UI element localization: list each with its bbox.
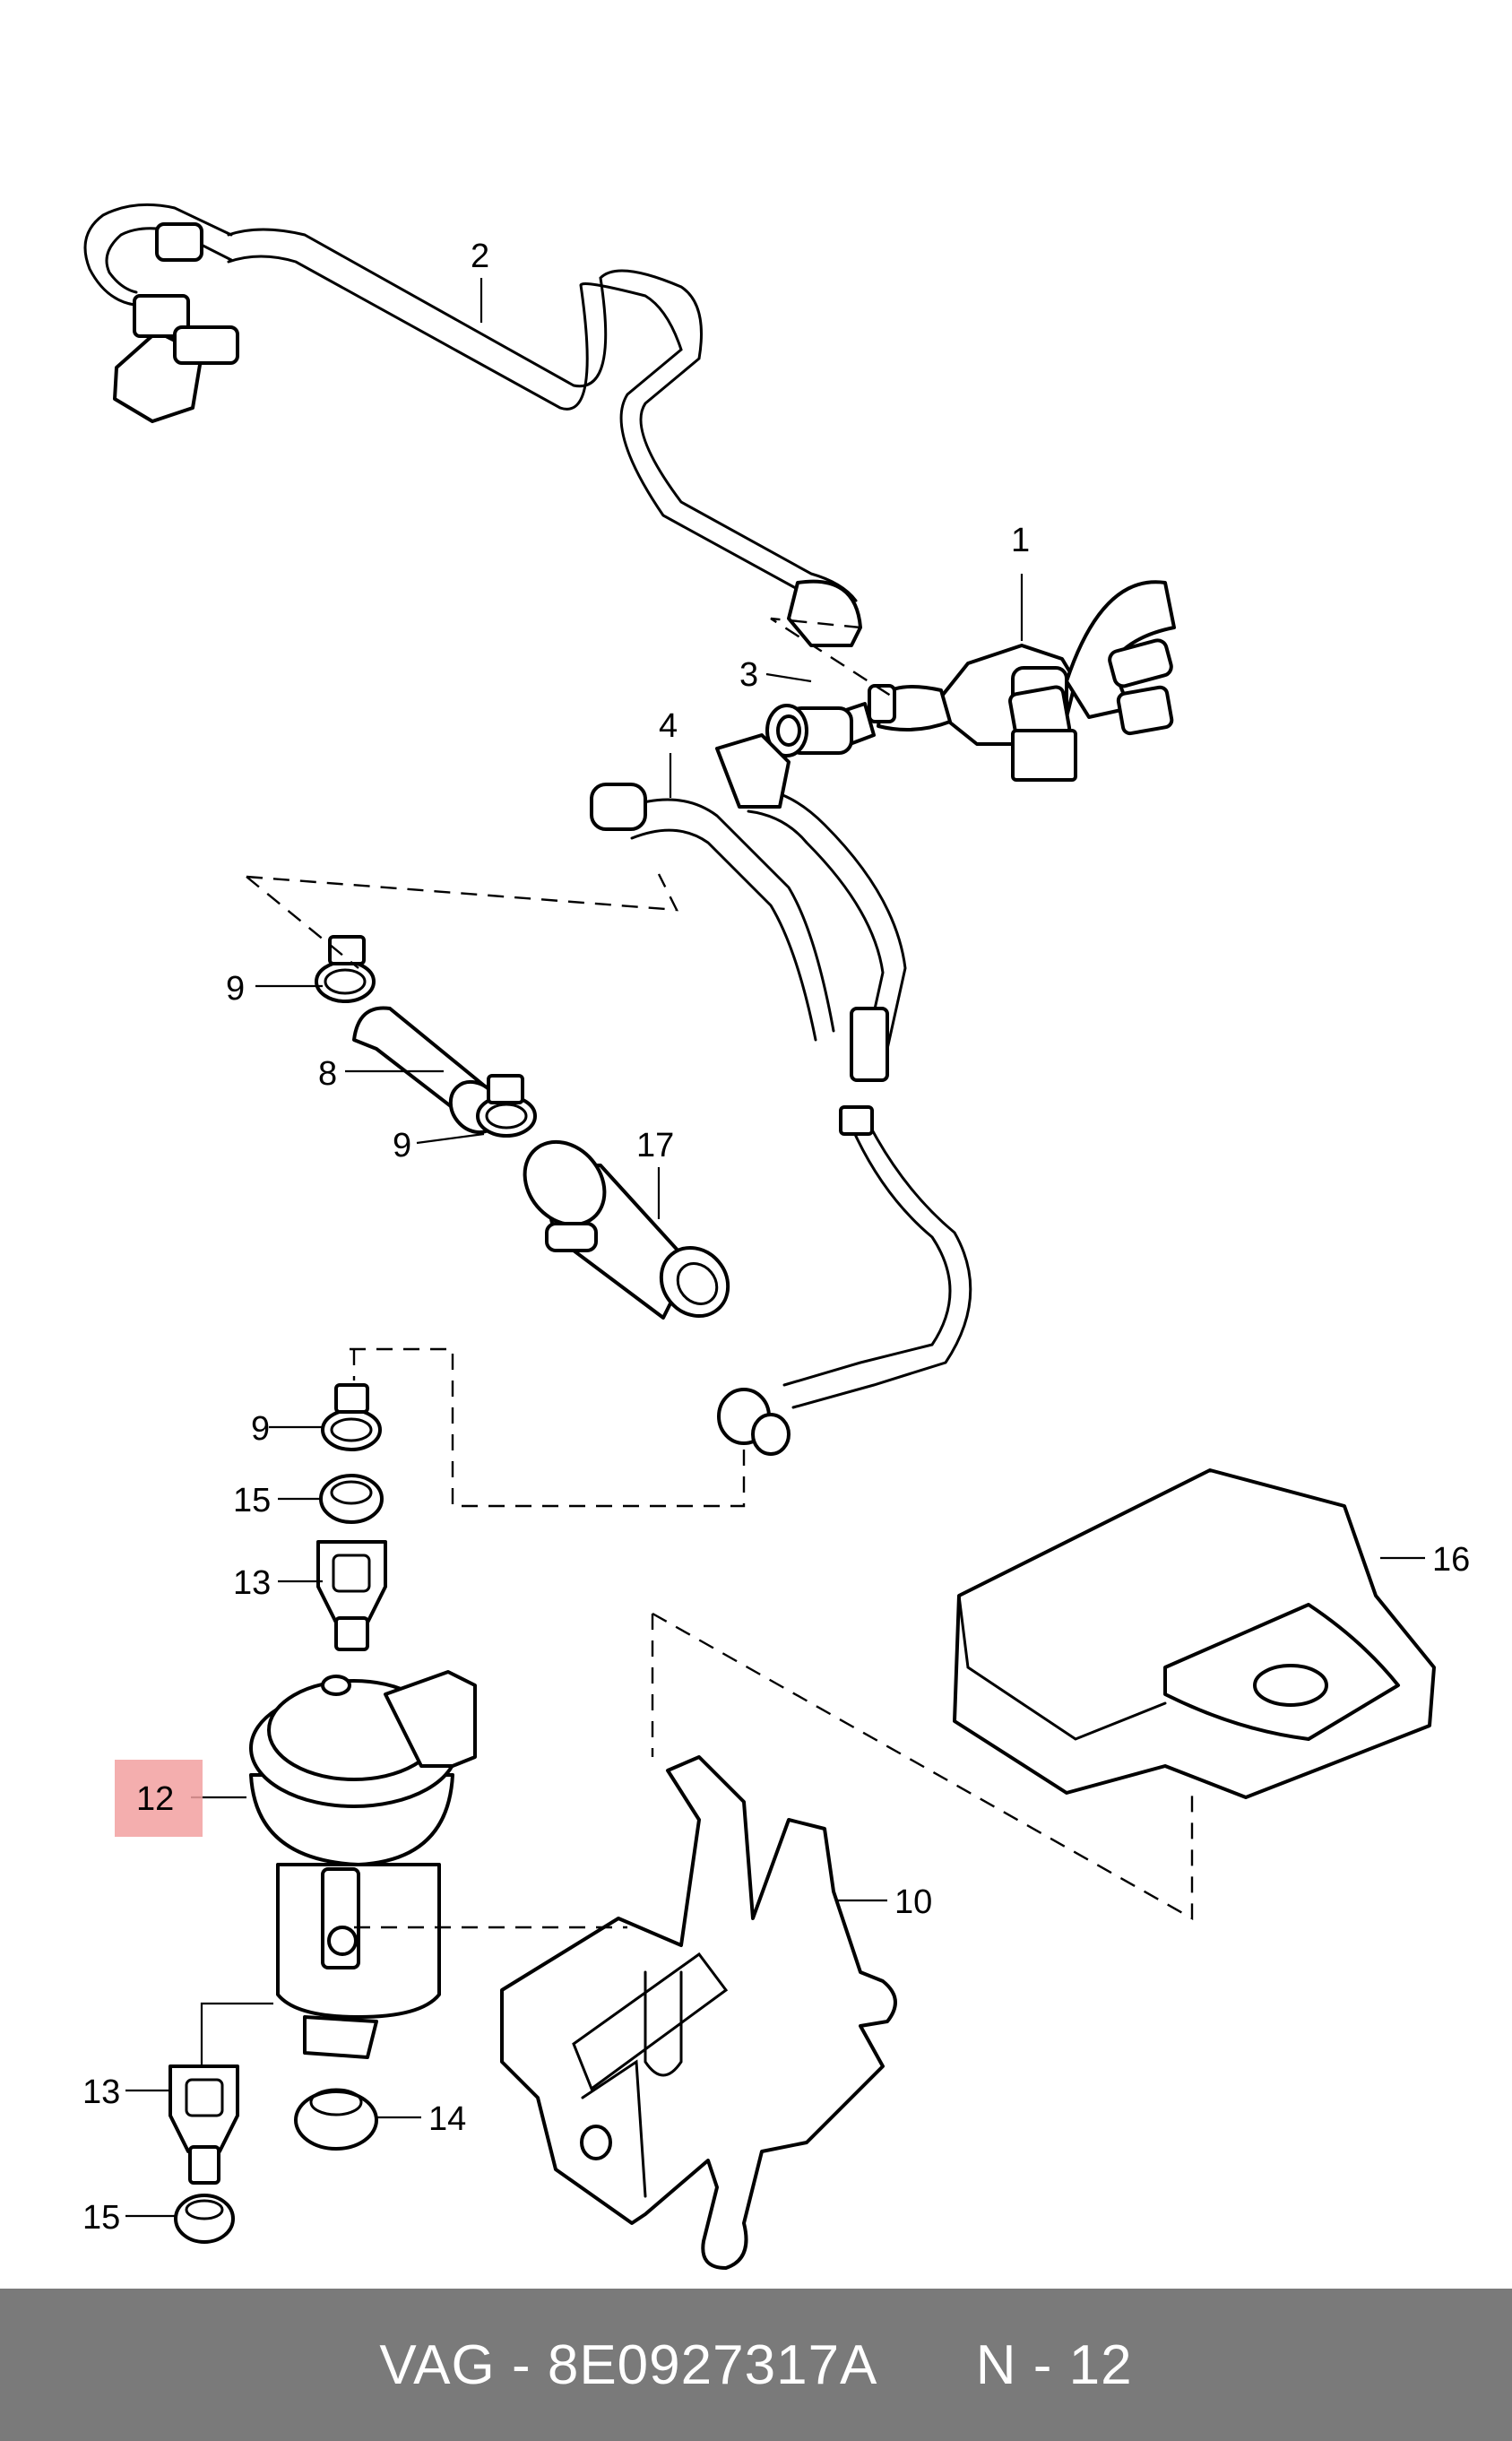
part-13-bracket-upper <box>316 1540 387 1651</box>
part-2-vacuum-line <box>83 203 862 647</box>
part-16-cover <box>953 1468 1436 1799</box>
callout-13-upper: 13 <box>233 1564 271 1602</box>
part-4-hose <box>590 733 907 1082</box>
part-17-tee <box>523 1139 730 1320</box>
part-12-pump <box>249 1670 477 2059</box>
footer-gap <box>877 2333 975 2397</box>
callout-9-lower: 9 <box>251 1410 270 1448</box>
footer-separator: - <box>495 2333 548 2396</box>
lower-hose <box>717 1105 972 1456</box>
part-1-connector <box>1011 729 1077 782</box>
part-1-valve <box>868 580 1176 782</box>
part-15-nut-lower <box>174 2194 235 2244</box>
callout-1: 1 <box>1011 522 1030 559</box>
part-13-bracket-lower <box>168 2064 239 2185</box>
connector-left-block <box>155 222 203 262</box>
footer-brand: VAG <box>379 2333 496 2396</box>
callout-10: 10 <box>894 1883 932 1921</box>
callout-12: 12 <box>136 1780 174 1818</box>
footer-part-number: 8E0927317A <box>547 2333 878 2396</box>
callout-14: 14 <box>428 2100 466 2138</box>
callout-2: 2 <box>471 238 489 275</box>
connector-left-tee <box>133 294 190 338</box>
callout-15-upper: 15 <box>233 1482 271 1519</box>
callout-4: 4 <box>659 707 678 745</box>
callout-3: 3 <box>739 656 758 694</box>
dashed-reference-lines <box>246 617 1194 1929</box>
callout-9-upper: 9 <box>226 970 245 1008</box>
footer-position: N - 12 <box>975 2333 1133 2396</box>
callout-17: 17 <box>636 1127 674 1164</box>
parts-diagram: 1 2 3 4 9 8 9 17 16 9 15 13 12 10 14 13 … <box>82 203 1470 2270</box>
part-15-nut-upper <box>319 1474 384 1524</box>
part-3-check-valve <box>765 702 876 757</box>
part-number-footer: VAG - 8E0927317A N - 12 <box>0 2289 1512 2441</box>
part-10-bracket <box>500 1755 897 2270</box>
callout-16: 16 <box>1432 1541 1470 1579</box>
part-14-grommet <box>294 2088 378 2151</box>
part-9-clamp-lower <box>476 1074 537 1138</box>
part-9-clamp-upper <box>315 935 376 1003</box>
part-9-clamp-pump <box>321 1383 382 1451</box>
callout-labels: 1 2 3 4 9 8 9 17 16 9 15 13 12 10 14 13 … <box>82 238 1470 2237</box>
highlight-box-12 <box>115 1760 203 1837</box>
callout-15-lower: 15 <box>82 2199 120 2237</box>
callout-8: 8 <box>318 1055 337 1093</box>
callout-9-middle: 9 <box>393 1127 411 1164</box>
connector-left-stub <box>173 325 239 365</box>
leader-lines <box>125 278 1425 2218</box>
callout-13-lower: 13 <box>82 2073 120 2111</box>
part-2-elbow <box>787 579 862 647</box>
